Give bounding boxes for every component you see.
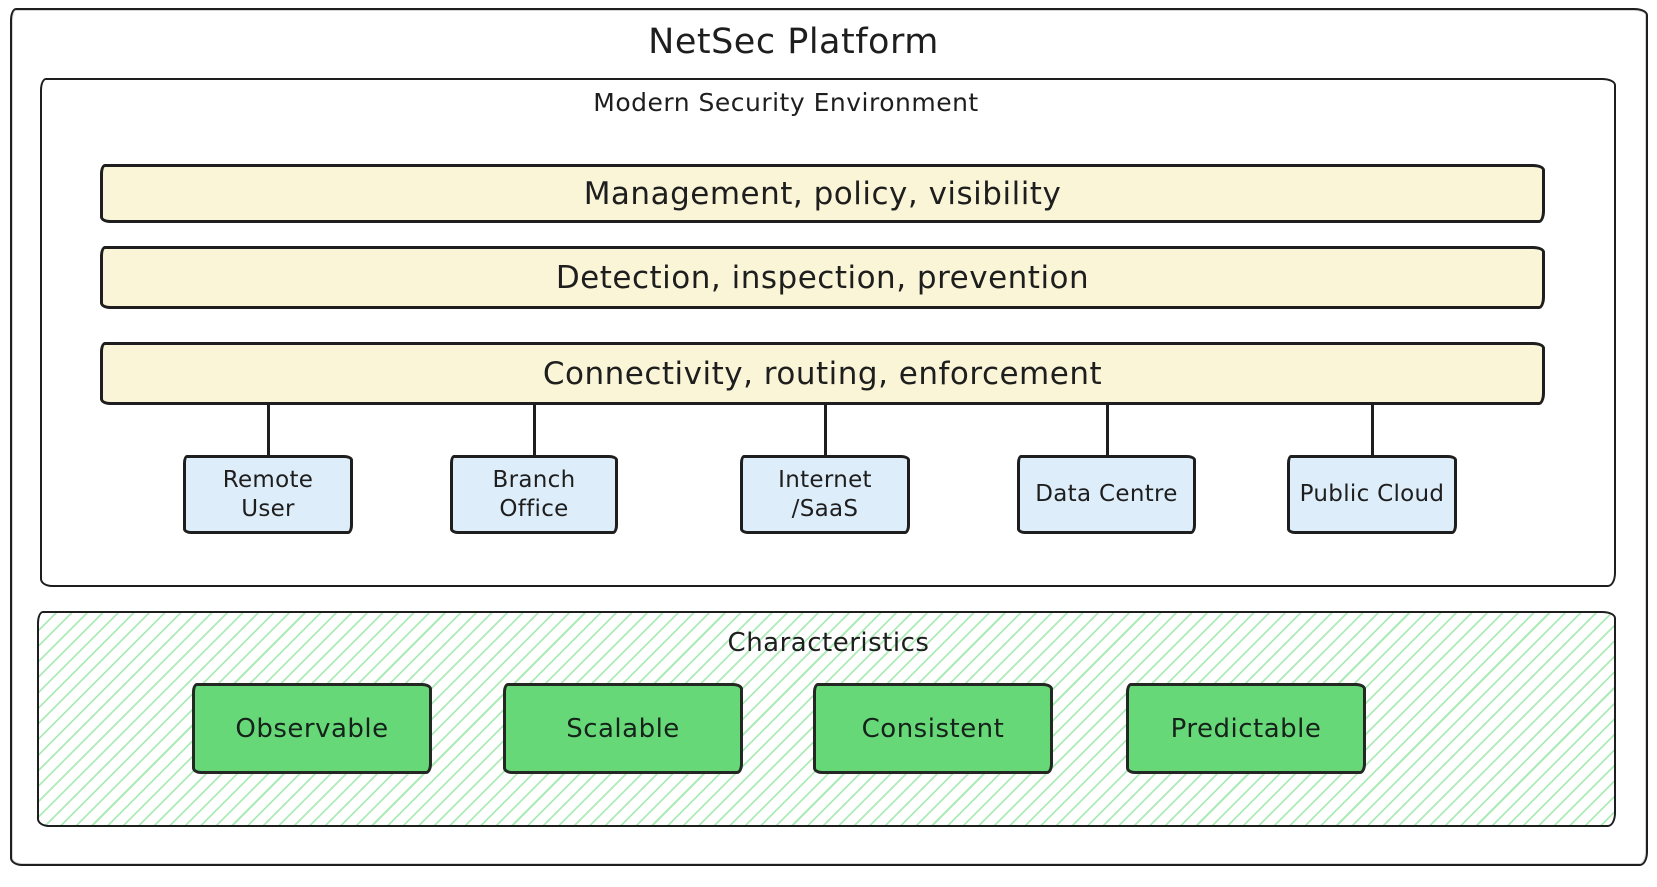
endpoint-label-line: /SaaS xyxy=(791,495,859,522)
endpoint-label-line: Internet xyxy=(778,466,872,493)
layer-label: Management, policy, visibility xyxy=(583,175,1062,212)
characteristics-label: Characteristics xyxy=(727,628,930,658)
endpoint-label-line: Data Centre xyxy=(1035,481,1178,508)
characteristic-label: Observable xyxy=(235,713,389,744)
connector-line xyxy=(533,404,536,456)
endpoint-label-line: Remote xyxy=(222,466,314,493)
platform-title: NetSec Platform xyxy=(648,22,939,62)
endpoint-internet-saas: Internet /SaaS xyxy=(740,455,910,534)
layer-label: Connectivity, routing, enforcement xyxy=(542,355,1103,392)
connector-line xyxy=(824,404,827,456)
endpoint-label-line: Branch xyxy=(492,466,576,493)
connector-line xyxy=(267,404,270,456)
endpoint-public-cloud: Public Cloud xyxy=(1287,455,1457,534)
connector-line xyxy=(1371,404,1374,456)
endpoint-data-centre: Data Centre xyxy=(1017,455,1196,534)
endpoint-label-line: User xyxy=(241,495,295,522)
layer-label: Detection, inspection, prevention xyxy=(555,259,1090,296)
endpoint-remote-user: Remote User xyxy=(183,455,353,534)
characteristic-consistent: Consistent xyxy=(813,683,1053,774)
characteristic-label: Scalable xyxy=(566,713,680,744)
characteristic-label: Predictable xyxy=(1170,713,1322,744)
layer-management-policy-visibility: Management, policy, visibility xyxy=(100,164,1545,223)
characteristic-observable: Observable xyxy=(192,683,432,774)
endpoint-label-line: Public Cloud xyxy=(1299,481,1445,508)
environment-label: Modern Security Environment xyxy=(593,88,979,117)
characteristic-scalable: Scalable xyxy=(503,683,743,774)
layer-connectivity-routing-enforcement: Connectivity, routing, enforcement xyxy=(100,342,1545,405)
layer-detection-inspection-prevention: Detection, inspection, prevention xyxy=(100,246,1545,309)
characteristic-predictable: Predictable xyxy=(1126,683,1366,774)
connector-line xyxy=(1106,404,1109,456)
characteristic-label: Consistent xyxy=(861,713,1005,744)
endpoint-branch-office: Branch Office xyxy=(450,455,618,534)
endpoint-label-line: Office xyxy=(499,495,569,522)
